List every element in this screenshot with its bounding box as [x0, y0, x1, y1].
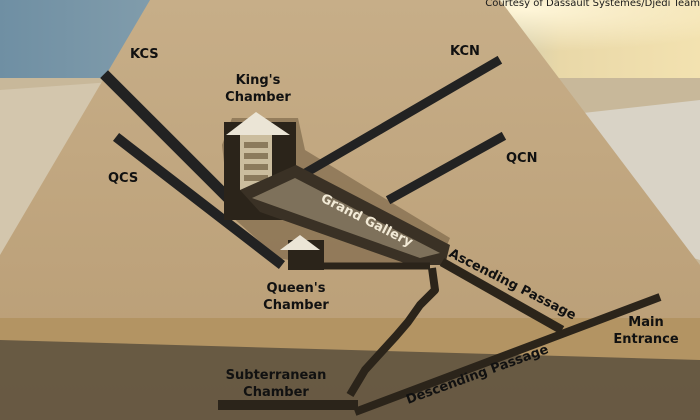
descending-passage	[353, 293, 662, 416]
bottom-shadow	[0, 340, 700, 420]
subterranean-label-line2: Chamber	[243, 385, 309, 400]
relieving-chamber-layer	[244, 164, 268, 170]
relieving-chamber-layer	[244, 142, 268, 148]
main-entrance-label-line2: Entrance	[613, 332, 678, 347]
qcs-label: QCS	[108, 171, 138, 186]
grand-gallery-floor	[252, 178, 440, 258]
queens-chamber-label-line1: Queen's	[267, 281, 326, 296]
kings-chamber-label-line1: King's	[236, 73, 281, 88]
credit-text: Courtesy of Dassault Systemes/Djedi Team	[485, 0, 700, 9]
subterranean-chamber-block	[218, 400, 358, 410]
well-shaft	[346, 267, 439, 398]
queens-chamber-roof	[280, 235, 320, 250]
kcs-label: KCS	[130, 47, 159, 62]
qcn-label: QCN	[506, 151, 537, 166]
main-entrance-label-line1: Main	[628, 315, 663, 330]
qcs-shaft	[112, 132, 286, 270]
ascending-passage	[439, 258, 565, 334]
kcn-label: KCN	[450, 44, 480, 59]
relieving-chamber-layer	[244, 175, 268, 181]
kings-chamber-roof	[226, 112, 290, 135]
kings-chamber-label-line2: Chamber	[225, 90, 291, 105]
queens-chamber-label-line2: Chamber	[263, 298, 329, 313]
kcn-shaft	[295, 55, 503, 182]
qcn-shaft	[385, 131, 507, 205]
subterranean-label-line1: Subterranean	[226, 368, 327, 383]
kcs-shaft	[100, 70, 236, 206]
relieving-chamber-layer	[244, 153, 268, 159]
